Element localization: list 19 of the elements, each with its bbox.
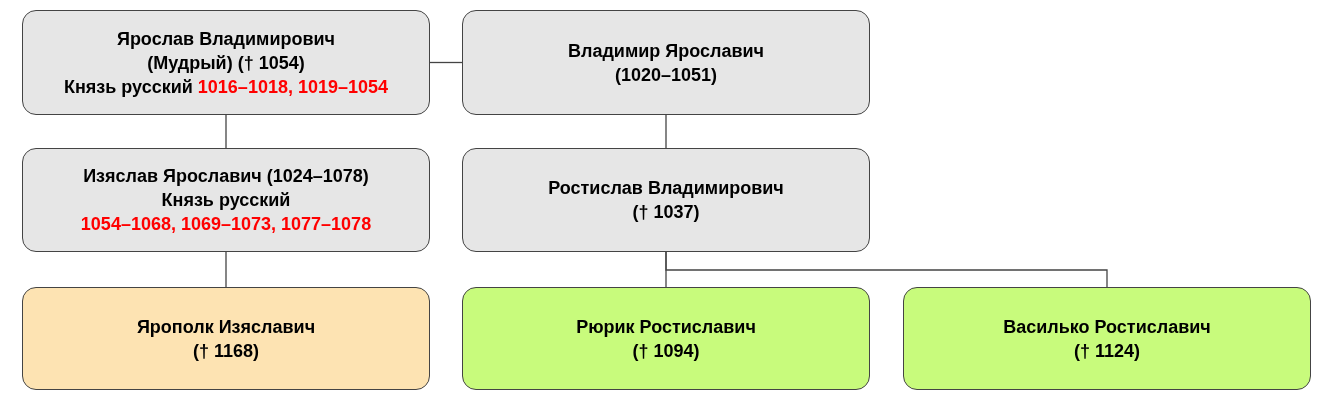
connector-line [665,114,667,149]
connector-line [225,114,227,149]
connector-line [665,251,1108,288]
person-box [22,287,430,390]
connector-line [429,61,463,64]
connector-line [225,251,227,288]
person-text: Владимир Ярославич (1020–1051) [567,39,764,87]
person-text: Ростислав Владимирович († 1037) [548,177,784,224]
person-box [22,10,430,115]
person-text: Изяслав Ярославич (1024–1078) Князь русский 1054–1068, 1069–1073, 1077–1078 [80,165,372,236]
person-box [22,148,430,252]
person-box [462,148,870,252]
person-text: Ярополк Изяславич († 1168) [136,315,316,363]
person-text: Ярослав Владимирович (Мудрый) († 1054) Князь русский 1016–1018, 1019–1054 [63,27,389,99]
person-box [903,287,1311,390]
person-box [462,10,870,115]
person-text: Рюрик Ростиславич († 1094) [576,315,756,363]
person-box [462,287,870,390]
person-text: Василько Ростиславич († 1124) [1003,315,1211,363]
